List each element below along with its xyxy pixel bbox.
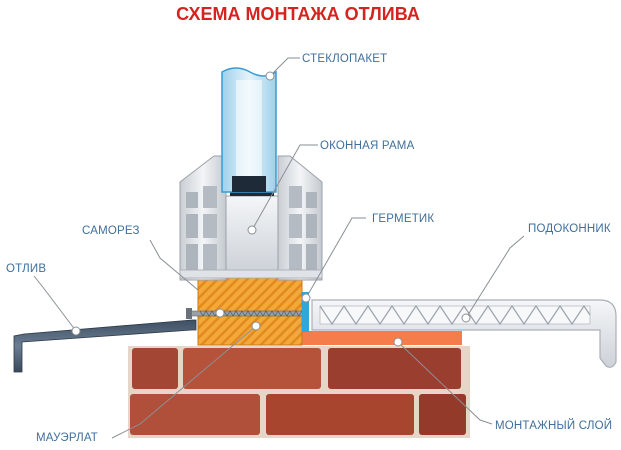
marker-window-frame <box>247 225 257 235</box>
brick <box>328 348 461 389</box>
brick <box>132 348 178 389</box>
leader-lines <box>33 57 525 439</box>
brick <box>266 394 414 435</box>
brick <box>130 394 260 435</box>
label-sealant: ГЕРМЕТИК <box>372 213 434 225</box>
brick <box>183 348 321 389</box>
label-glass-unit: СТЕКЛОПАКЕТ <box>302 53 387 65</box>
label-drip-sill: ОТЛИВ <box>6 263 46 275</box>
label-screw: САМОРЕЗ <box>82 225 140 237</box>
drip-sill <box>13 319 197 373</box>
marker-dots <box>71 71 471 347</box>
marker-sealant <box>301 293 311 303</box>
label-mounting-layer: МОНТАЖНЫЙ СЛОЙ <box>495 419 612 432</box>
leader-screw <box>149 239 199 291</box>
marker-sill-board <box>461 313 471 323</box>
brick <box>419 394 466 435</box>
marker-screw <box>215 308 225 318</box>
leader-sealant <box>305 217 366 299</box>
glass-unit <box>221 67 277 193</box>
leader-drip-sill <box>33 275 77 332</box>
leader-window-frame <box>251 144 318 231</box>
sill-board <box>311 299 617 368</box>
label-window-frame: ОКОННАЯ РАМА <box>320 140 415 152</box>
marker-drip-sill <box>71 326 81 336</box>
marker-glass-unit <box>265 71 275 81</box>
marker-mounting-layer <box>393 337 403 347</box>
brick-wall <box>128 346 470 438</box>
leader-glass-unit <box>269 57 300 77</box>
window-frame-profile <box>179 155 323 281</box>
leader-mounting-layer <box>397 341 493 425</box>
label-wall-plate: МАУЭРЛАТ <box>36 432 98 444</box>
leader-wall-plate <box>111 325 257 439</box>
mounting-layer <box>302 331 462 345</box>
diagram-title: СХЕМА МОНТАЖА ОТЛИВА <box>176 4 420 24</box>
sealant-strip <box>302 292 309 332</box>
label-sill-board: ПОДОКОННИК <box>528 223 611 235</box>
timber-wall-plate <box>197 274 303 346</box>
marker-wall-plate <box>251 321 261 331</box>
leader-sill-board <box>465 235 525 319</box>
